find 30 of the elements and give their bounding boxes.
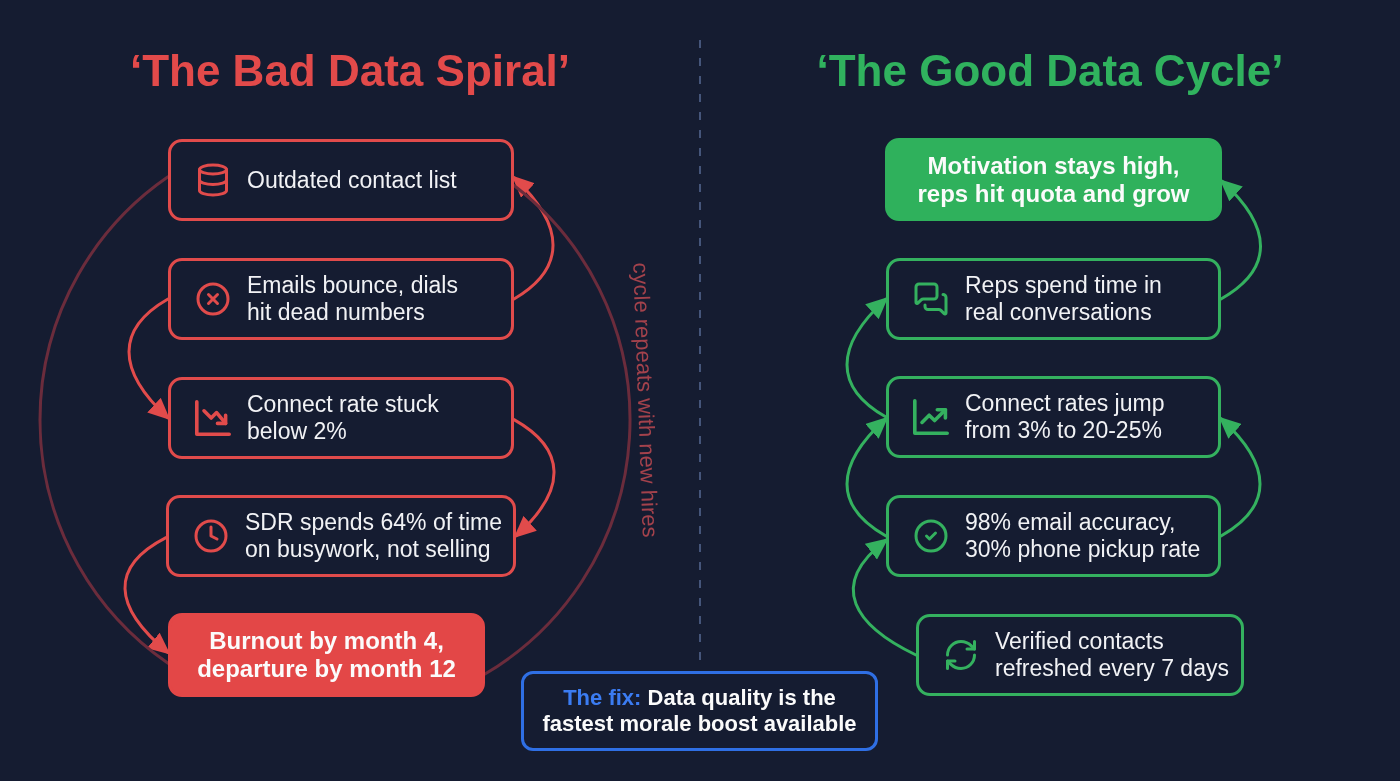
step-box xyxy=(168,258,514,340)
step-box xyxy=(886,258,1221,340)
step-text: SDR spends 64% of time on busywork, not selling xyxy=(245,509,503,563)
callout-box xyxy=(521,671,878,751)
step-box xyxy=(886,376,1221,458)
outcome-text: Burnout by month 4, departure by month 12 xyxy=(196,627,457,683)
step-text: Outdated contact list xyxy=(247,166,457,194)
step-box xyxy=(916,614,1244,696)
outcome-box xyxy=(168,613,485,697)
curved-arrow xyxy=(852,538,918,657)
section-heading: ‘The Bad Data Spiral’ xyxy=(129,46,571,96)
step-text: Connect rates jump from 3% to 20-25% xyxy=(965,390,1166,444)
step-text: Reps spend time in real conversations xyxy=(965,272,1163,326)
cycle-arc xyxy=(483,184,631,676)
edge-label: cycle repeats with new hires xyxy=(628,262,662,538)
step-text: Verified contacts refreshed every 7 days xyxy=(995,628,1230,682)
step-text: Emails bounce, dials hit dead numbers xyxy=(247,272,459,326)
curved-arrow xyxy=(512,418,556,539)
step-text: 98% email accuracy, 30% phone pickup rate xyxy=(965,509,1201,563)
section-heading: ‘The Good Data Cycle’ xyxy=(816,46,1284,96)
callout-text: The fix: Data quality is the fastest morale boost available xyxy=(541,685,858,737)
outcome-text: Motivation stays high, reps hit quota and grow xyxy=(916,151,1191,208)
cycle-arc xyxy=(39,175,170,665)
step-box xyxy=(886,495,1221,577)
step-text: Connect rate stuck below 2% xyxy=(247,391,440,445)
outcome-box xyxy=(885,138,1222,221)
curved-arrow xyxy=(1219,179,1262,301)
step-box xyxy=(168,139,514,221)
step-box xyxy=(168,377,514,459)
step-box xyxy=(166,495,516,577)
